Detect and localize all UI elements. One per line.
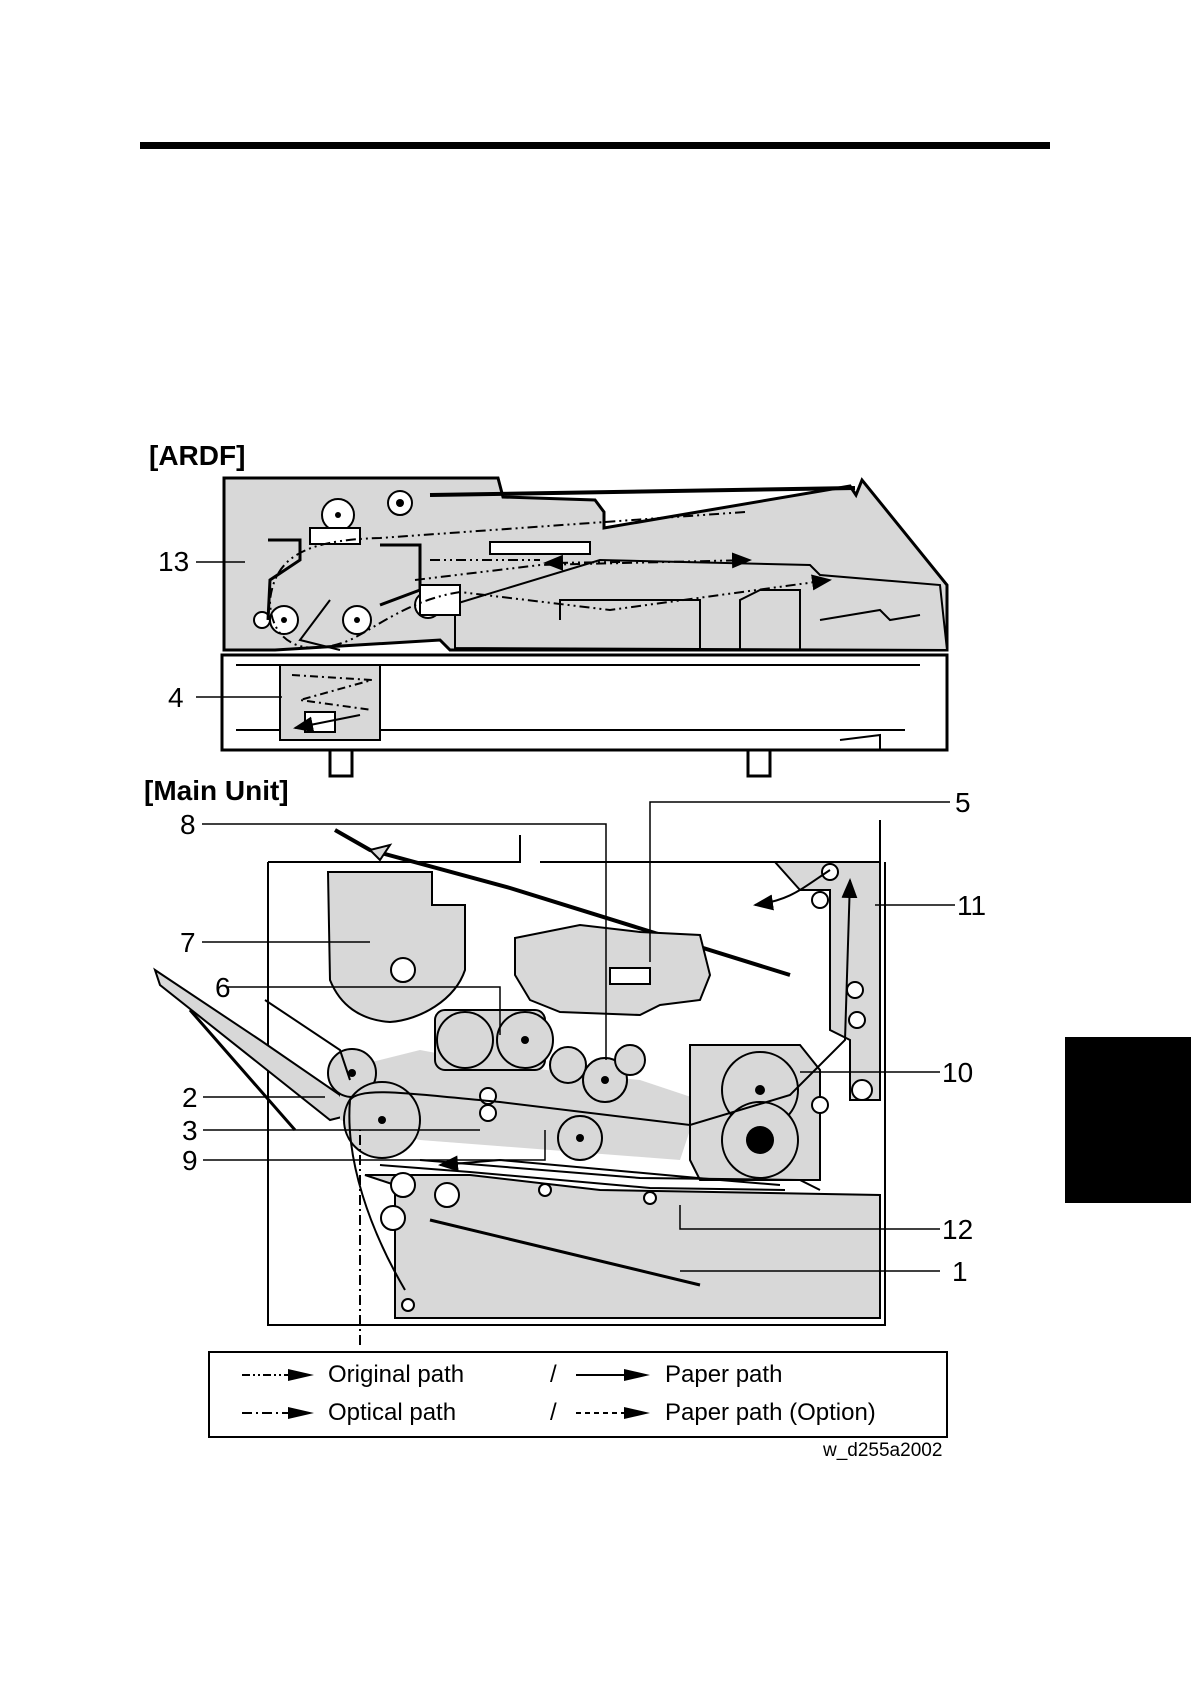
section-label-ardf: [ARDF] [149,440,245,472]
callout-2: 2 [182,1084,198,1112]
callout-9: 9 [182,1147,198,1175]
ardf-unit [222,478,947,776]
main-unit [155,820,885,1345]
callout-1: 1 [952,1258,968,1286]
toner-bottle [328,872,465,1022]
callout-10: 10 [942,1059,973,1087]
callout-7: 7 [180,929,196,957]
legend-paper-path-option: Paper path (Option) [665,1401,876,1425]
callout-11: 11 [957,892,986,920]
callout-8: 8 [180,811,196,839]
callout-4: 4 [168,684,184,712]
scanner-unit [280,665,380,740]
callout-3: 3 [182,1117,198,1145]
legend-original-path: Original path [328,1363,464,1387]
callout-6: 6 [215,974,231,1002]
section-label-main-unit: [Main Unit] [144,775,289,807]
legend-separator-2: / [550,1401,557,1425]
callout-13: 13 [158,548,189,576]
callout-5: 5 [955,789,971,817]
legend-paper-path: Paper path [665,1363,782,1387]
figure-id: w_d255a2002 [823,1440,942,1462]
callout-12: 12 [942,1216,973,1244]
legend-optical-path: Optical path [328,1401,456,1425]
legend-separator-1: / [550,1363,557,1387]
